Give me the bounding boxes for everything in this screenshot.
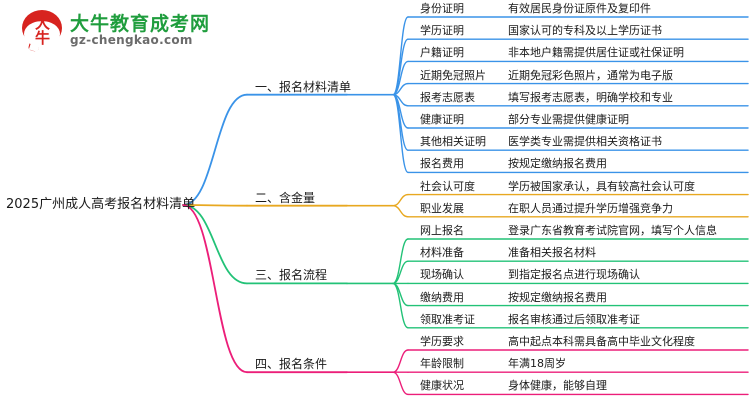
logo-url-text: gz-chengkao.com [70,33,193,47]
leaf-label-1-5[interactable]: 报考志愿表 [420,90,475,104]
leaf-detail-1-7[interactable]: 医学类专业需提供相关资格证书 [508,135,662,149]
leaf-label-2-2[interactable]: 职业发展 [420,201,464,215]
logo-mark-char-bottom: 牛 [34,29,50,47]
leaf-detail-3-2[interactable]: 准备相关报名材料 [508,246,596,260]
leaf-label-3-2[interactable]: 材料准备 [420,246,464,260]
logo-brand-text: 大牛教育成考网 [70,13,211,35]
branch-label-2[interactable]: 二、含金量 [255,190,316,205]
branch-label-3[interactable]: 三、报名流程 [255,268,328,283]
leaf-detail-1-6[interactable]: 部分专业需提供健康证明 [508,113,629,126]
mindmap-root-label[interactable]: 2025广州成人高考报名材料清单 [6,197,196,212]
leaf-detail-1-3[interactable]: 非本地户籍需提供居住证或社保证明 [508,46,684,60]
leaf-detail-1-5[interactable]: 填写报考志愿表，明确学校和专业 [508,90,673,104]
leaf-label-1-2[interactable]: 学历证明 [420,24,464,38]
leaf-detail-1-2[interactable]: 国家认可的专科及以上学历证书 [508,24,662,38]
leaf-label-1-4[interactable]: 近期免冠照片 [420,68,486,82]
leaf-detail-2-2[interactable]: 在职人员通过提升学历增强竞争力 [508,201,673,215]
leaf-label-1-7[interactable]: 其他相关证明 [420,135,486,149]
leaf-label-4-2[interactable]: 年龄限制 [420,357,464,371]
leaf-detail-3-5[interactable]: 报名审核通过后领取准考证 [508,312,640,326]
leaf-label-4-3[interactable]: 健康状况 [420,379,464,393]
leaf-label-1-1[interactable]: 身份证明 [420,2,464,15]
leaf-detail-1-8[interactable]: 按规定缴纳报名费用 [508,157,607,171]
leaf-detail-4-3[interactable]: 身体健康，能够自理 [508,379,607,393]
leaf-detail-3-3[interactable]: 到指定报名点进行现场确认 [508,268,640,282]
leaf-detail-3-4[interactable]: 按规定缴纳报名费用 [508,290,607,304]
logo-mark-icon: 大 牛 [22,10,64,50]
leaf-detail-4-1[interactable]: 高中起点本科需具备高中毕业文化程度 [508,335,695,348]
leaf-detail-2-1[interactable]: 学历被国家承认，具有较高社会认可度 [508,179,695,193]
leaf-label-1-8[interactable]: 报名费用 [420,157,464,171]
leaf-label-1-6[interactable]: 健康证明 [420,113,464,126]
logo-mark-char-top: 大 [34,14,50,32]
leaf-label-3-1[interactable]: 网上报名 [420,224,464,237]
branch-label-1[interactable]: 一、报名材料清单 [255,79,352,94]
site-logo[interactable]: 大 牛 大牛教育成考网 gz-chengkao.com [22,8,209,54]
leaf-label-3-5[interactable]: 领取准考证 [420,312,475,326]
leaf-detail-3-1[interactable]: 登录广东省教育考试院官网，填写个人信息 [508,224,717,237]
leaf-label-2-1[interactable]: 社会认可度 [420,179,475,193]
leaf-detail-1-4[interactable]: 近期免冠彩色照片，通常为电子版 [508,68,673,82]
leaf-detail-4-2[interactable]: 年满18周岁 [508,357,566,371]
leaf-label-1-3[interactable]: 户籍证明 [420,46,464,60]
leaf-detail-1-1[interactable]: 有效居民身份证原件及复印件 [508,2,651,15]
leaf-label-3-4[interactable]: 缴纳费用 [420,290,464,304]
branch-label-4[interactable]: 四、报名条件 [255,357,328,372]
leaf-label-3-3[interactable]: 现场确认 [420,268,464,282]
leaf-label-4-1[interactable]: 学历要求 [420,335,464,348]
